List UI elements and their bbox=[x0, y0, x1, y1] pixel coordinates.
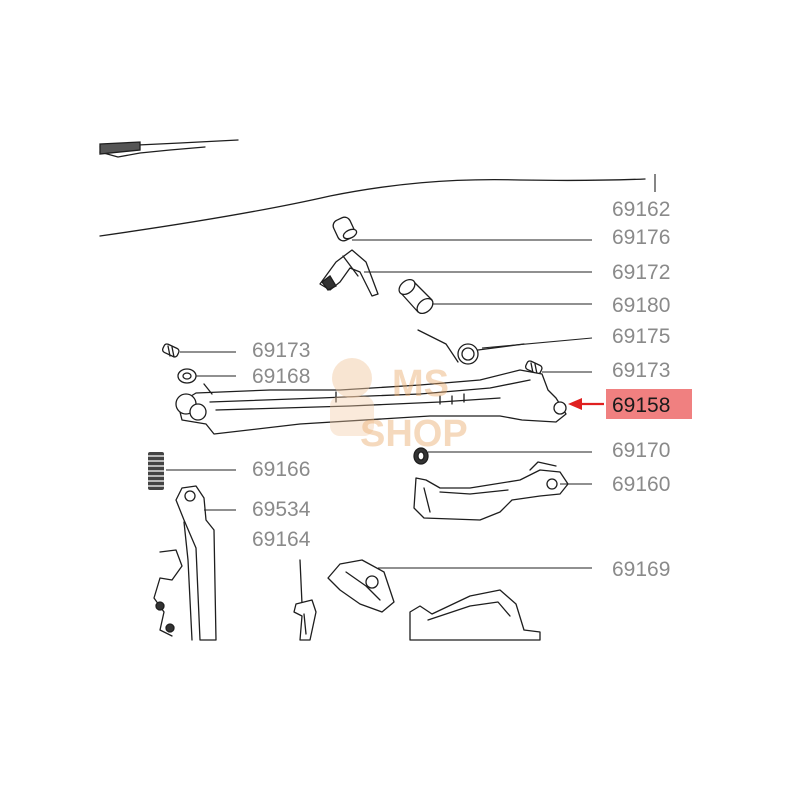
part-69166-coil-spring bbox=[148, 452, 164, 490]
label-69168: 69168 bbox=[252, 365, 310, 388]
label-69173-left: 69173 bbox=[252, 339, 310, 362]
label-69166: 69166 bbox=[252, 458, 310, 481]
watermark-line2: SHOP bbox=[360, 413, 468, 455]
label-69180: 69180 bbox=[612, 294, 670, 317]
part-69168-washer bbox=[177, 368, 197, 384]
label-69172: 69172 bbox=[612, 261, 670, 284]
watermark-line1: MS bbox=[392, 363, 449, 405]
part-69169-cover bbox=[327, 559, 395, 613]
housing-outline bbox=[99, 139, 656, 237]
part-69534-housing bbox=[153, 485, 217, 641]
label-69160: 69160 bbox=[612, 473, 670, 496]
part-69164-clip bbox=[293, 559, 317, 641]
part-69160-bracket bbox=[413, 461, 569, 521]
lower-housing-fragment bbox=[409, 589, 541, 641]
highlight-arrow bbox=[568, 398, 604, 410]
part-69170-nut bbox=[413, 447, 429, 465]
label-69173-right: 69173 bbox=[612, 359, 670, 382]
part-69172-lever bbox=[319, 249, 379, 297]
part-69158-arm bbox=[175, 369, 567, 435]
part-69175-spring bbox=[417, 329, 525, 365]
part-labels: 69162 69176 69172 69180 69175 69173 6916… bbox=[252, 198, 670, 581]
label-69162: 69162 bbox=[612, 198, 670, 221]
label-69176: 69176 bbox=[612, 226, 670, 249]
leader-lines bbox=[166, 239, 593, 569]
label-69158: 69158 bbox=[612, 394, 670, 417]
highlight-box-69158 bbox=[606, 389, 692, 419]
ms-shop-watermark: MS SHOP bbox=[330, 358, 468, 455]
part-69180-bushing bbox=[398, 278, 434, 315]
part-69173-pin-left bbox=[161, 343, 180, 358]
label-69534: 69534 bbox=[252, 498, 311, 521]
label-69164: 69164 bbox=[252, 528, 311, 551]
part-69176-pin bbox=[332, 216, 358, 242]
label-69175: 69175 bbox=[612, 325, 670, 348]
label-69170: 69170 bbox=[612, 439, 670, 462]
label-69169: 69169 bbox=[612, 558, 670, 581]
